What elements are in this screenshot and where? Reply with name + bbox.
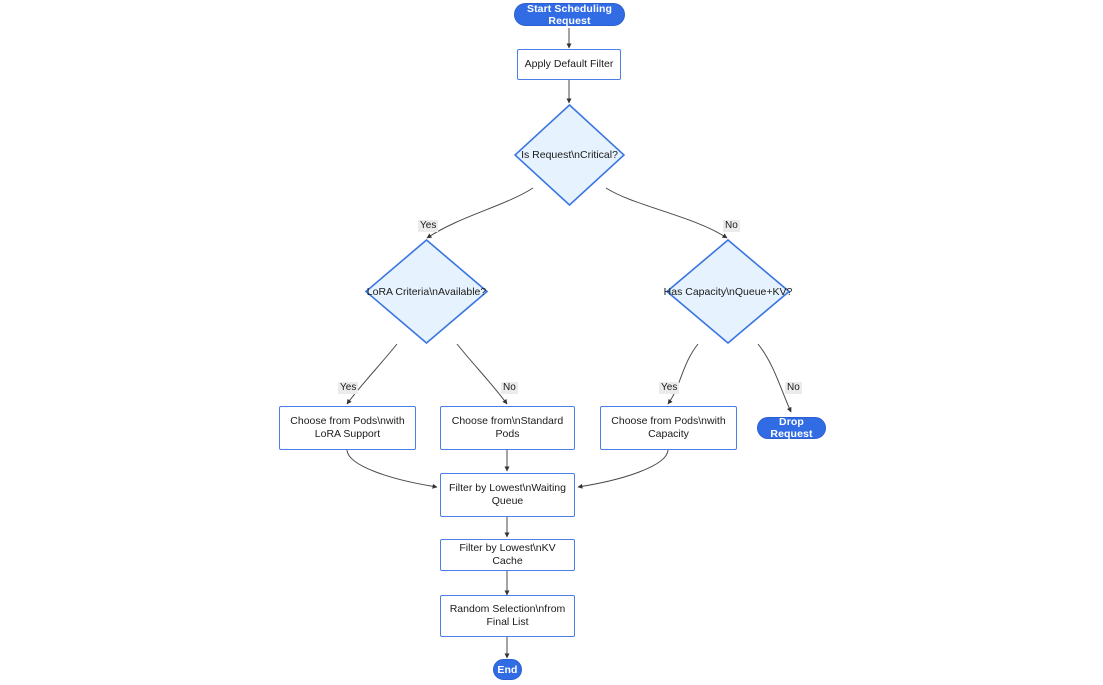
- edge-label-lora-yes: Yes: [338, 382, 359, 394]
- node-filter-waiting-label: Filter by Lowest\nWaiting Queue: [449, 482, 566, 507]
- edge-label-capacity-no: No: [785, 382, 802, 394]
- edge-lora-criteria-to-choose-lora: [346, 343, 398, 405]
- node-filter-kv[interactable]: Filter by Lowest\nKV Cache: [440, 539, 575, 571]
- node-drop-request-label: Drop Request: [770, 416, 813, 440]
- edge-label-capacity-yes: Yes: [659, 382, 680, 394]
- node-start[interactable]: Start Scheduling Request: [514, 2, 625, 27]
- node-choose-standard-label: Choose from\nStandard Pods: [451, 415, 564, 440]
- edge-label-lora-no: No: [501, 382, 518, 394]
- node-apply-default-filter[interactable]: Apply Default Filter: [517, 49, 621, 80]
- node-lora-criteria[interactable]: LoRA Criteria\nAvailable?: [365, 239, 488, 344]
- edge-has-capacity-to-choose-capacity: [667, 343, 699, 405]
- edge-choose-lora-to-filter-waiting: [346, 449, 438, 489]
- edge-label-critical-no: No: [723, 220, 740, 232]
- edge-choose-capacity-to-filter-waiting: [577, 449, 669, 489]
- node-is-critical[interactable]: Is Request\nCritical?: [514, 104, 625, 206]
- edge-has-capacity-to-drop-request: [757, 343, 792, 413]
- node-end[interactable]: End: [493, 659, 522, 680]
- node-start-label: Start Scheduling Request: [526, 2, 613, 27]
- node-choose-capacity-label: Choose from Pods\nwith Capacity: [611, 415, 726, 440]
- node-choose-capacity[interactable]: Choose from Pods\nwith Capacity: [600, 406, 737, 450]
- node-has-capacity[interactable]: Has Capacity\nQueue+KV?: [663, 239, 793, 344]
- diamond-shape-has-capacity: [666, 239, 790, 344]
- node-random-selection-label: Random Selection\nfrom Final List: [449, 603, 566, 628]
- diamond-shape-is-critical: [514, 104, 625, 206]
- node-end-label: End: [497, 663, 518, 676]
- node-choose-standard[interactable]: Choose from\nStandard Pods: [440, 406, 575, 450]
- node-is-critical-label: Is Request\nCritical?: [521, 149, 618, 161]
- node-drop-request[interactable]: Drop Request: [757, 416, 826, 440]
- node-choose-lora-label: Choose from Pods\nwith LoRA Support: [290, 415, 405, 440]
- node-lora-criteria-label: LoRA Criteria\nAvailable?: [366, 285, 487, 298]
- edge-lora-criteria-to-choose-standard: [456, 343, 508, 405]
- node-has-capacity-label: Has Capacity\nQueue+KV?: [663, 285, 793, 298]
- diamond-shape-lora-criteria: [365, 239, 488, 344]
- edge-label-critical-yes: Yes: [418, 220, 439, 232]
- node-apply-default-filter-label: Apply Default Filter: [524, 58, 614, 70]
- node-random-selection[interactable]: Random Selection\nfrom Final List: [440, 595, 575, 637]
- node-filter-waiting[interactable]: Filter by Lowest\nWaiting Queue: [440, 473, 575, 517]
- node-choose-lora[interactable]: Choose from Pods\nwith LoRA Support: [279, 406, 416, 450]
- node-filter-kv-label: Filter by Lowest\nKV Cache: [459, 542, 556, 567]
